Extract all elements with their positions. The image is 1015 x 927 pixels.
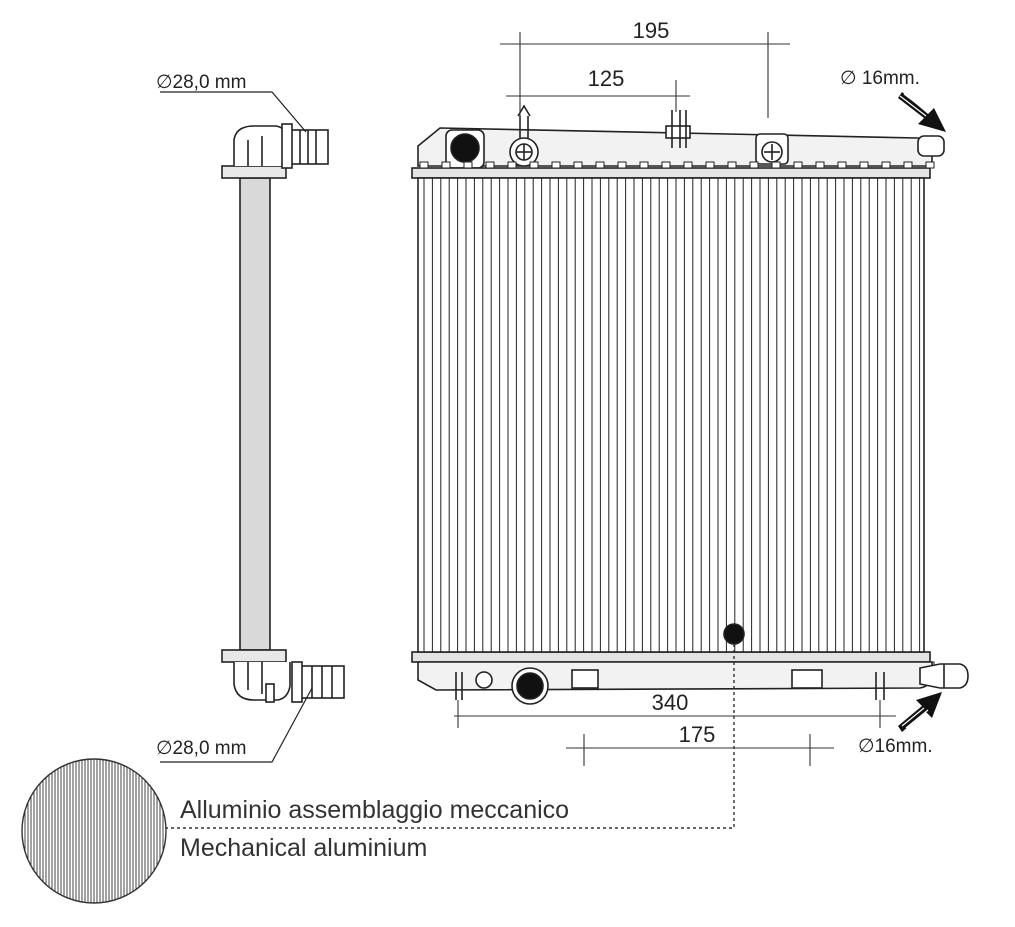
material-swatch-icon — [21, 758, 167, 904]
top-right-port — [917, 135, 945, 157]
legend-leader — [166, 644, 735, 829]
top-bracket-1 — [509, 104, 539, 167]
filler-cap-icon — [450, 133, 480, 163]
front-view — [411, 104, 969, 705]
top-right-port-diameter: ∅ 16mm. — [840, 68, 920, 89]
bottom-right-port-diameter: ∅16mm. — [858, 736, 933, 757]
dimension-195: 195 — [633, 18, 670, 43]
bottom-pin-right — [875, 672, 885, 700]
top-pipe-leader — [160, 91, 307, 133]
dimension-line-340 — [454, 700, 896, 728]
bottom-pipe-diameter-label: ∅28,0 mm — [156, 738, 246, 759]
bottom-header-plate — [411, 651, 931, 663]
dimension-175: 175 — [679, 722, 716, 747]
dimension-line-175 — [566, 734, 834, 766]
arrow-top-right — [898, 92, 946, 132]
top-header-plate — [411, 167, 931, 179]
top-bracket-2 — [665, 110, 691, 148]
side-top-pipe — [289, 129, 329, 165]
bottom-bracket-2 — [791, 669, 823, 689]
drain-plug-icon — [516, 672, 544, 700]
bottom-tank — [417, 661, 933, 691]
radiator-core — [417, 177, 925, 653]
bottom-small-port — [475, 671, 493, 689]
dimension-125: 125 — [588, 66, 625, 91]
bottom-bracket-1 — [571, 669, 599, 689]
legend-italian: Alluminio assemblaggio meccanico — [180, 796, 569, 824]
side-view — [160, 91, 345, 763]
bottom-pin-left — [455, 672, 463, 700]
side-top-elbow — [233, 125, 289, 166]
side-core — [239, 177, 271, 651]
top-bracket-3 — [755, 133, 789, 165]
arrow-bottom-right — [898, 692, 942, 732]
dimension-line-195 — [500, 32, 790, 130]
side-bottom-plate — [221, 649, 287, 663]
top-pipe-diameter-label: ∅28,0 mm — [156, 72, 246, 93]
dimension-340: 340 — [652, 690, 689, 715]
side-top-plate — [221, 165, 287, 179]
dimension-line-125 — [506, 80, 690, 112]
legend-english: Mechanical aluminium — [180, 834, 427, 862]
bottom-pipe-leader — [160, 687, 313, 763]
sensor-dot — [723, 623, 745, 645]
